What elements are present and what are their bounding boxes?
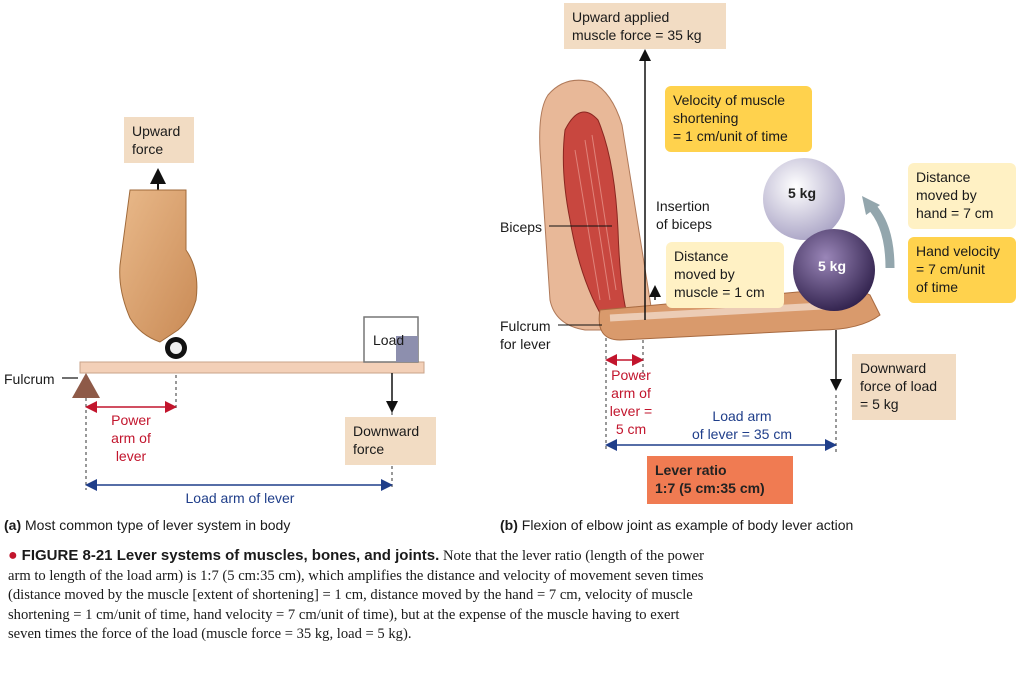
panel-a-graphics [62,168,425,491]
caption-a-text: Most common type of lever system in body [25,517,291,533]
weight-ball-top [763,158,845,240]
fulcrum-label-a: Fulcrum [4,371,55,387]
power-arm-label-a: Power arm of lever [111,412,151,464]
biceps-label: Biceps [500,219,543,235]
downward-load-label: Downward force of load = 5 kg [852,354,956,420]
insertion-label: Insertion of biceps [656,198,713,232]
caption-b: (b) Flexion of elbow joint as example of… [500,517,853,533]
weight-top-label: 5 kg [788,185,817,201]
caption-a: (a) Most common type of lever system in … [4,517,290,533]
load-arm-label-b: Load arm of lever = 35 cm [692,408,792,442]
upward-applied-force-label: Upward applied muscle force = 35 kg [564,3,726,49]
distance-hand-label: Distance moved by hand = 7 cm [908,163,1016,229]
lever-ratio-box: Lever ratio 1:7 (5 cm:35 cm) [647,456,793,504]
fulcrum-label-b: Fulcrum for lever [500,318,551,352]
biceps-muscle [562,111,629,321]
load-arm-label-a: Load arm of lever [185,490,295,506]
weight-ball-bottom [793,229,875,311]
power-arm-label-b: Power arm of lever = 5 cm [609,367,653,437]
lever-bar [79,361,425,374]
hand-velocity-label: Hand velocity = 7 cm/unit of time [908,237,1016,303]
bullet-icon: ● [8,547,18,564]
upward-force-label: Upward force [124,117,194,163]
caption-b-text: Flexion of elbow joint as example of bod… [521,517,854,533]
hand-illustration [119,189,198,359]
velocity-shortening-label: Velocity of muscle shortening = 1 cm/uni… [665,86,812,152]
weight-bottom-label: 5 kg [818,258,847,274]
load-label: Load [373,332,405,348]
caption-a-letter: (a) [4,517,22,533]
downward-force-label: Downward force [345,417,436,465]
caption-b-letter: (b) [500,517,518,533]
load-shade [396,336,418,362]
figure-title: FIGURE 8-21 Lever systems of muscles, bo… [21,547,440,564]
figure-text: Note that the lever ratio (length of the… [8,548,704,642]
distance-muscle-label: Distance moved by muscle = 1 cm [666,242,784,308]
figure-caption: ●FIGURE 8-21 Lever systems of muscles, b… [8,546,708,645]
fulcrum-triangle [72,373,100,398]
